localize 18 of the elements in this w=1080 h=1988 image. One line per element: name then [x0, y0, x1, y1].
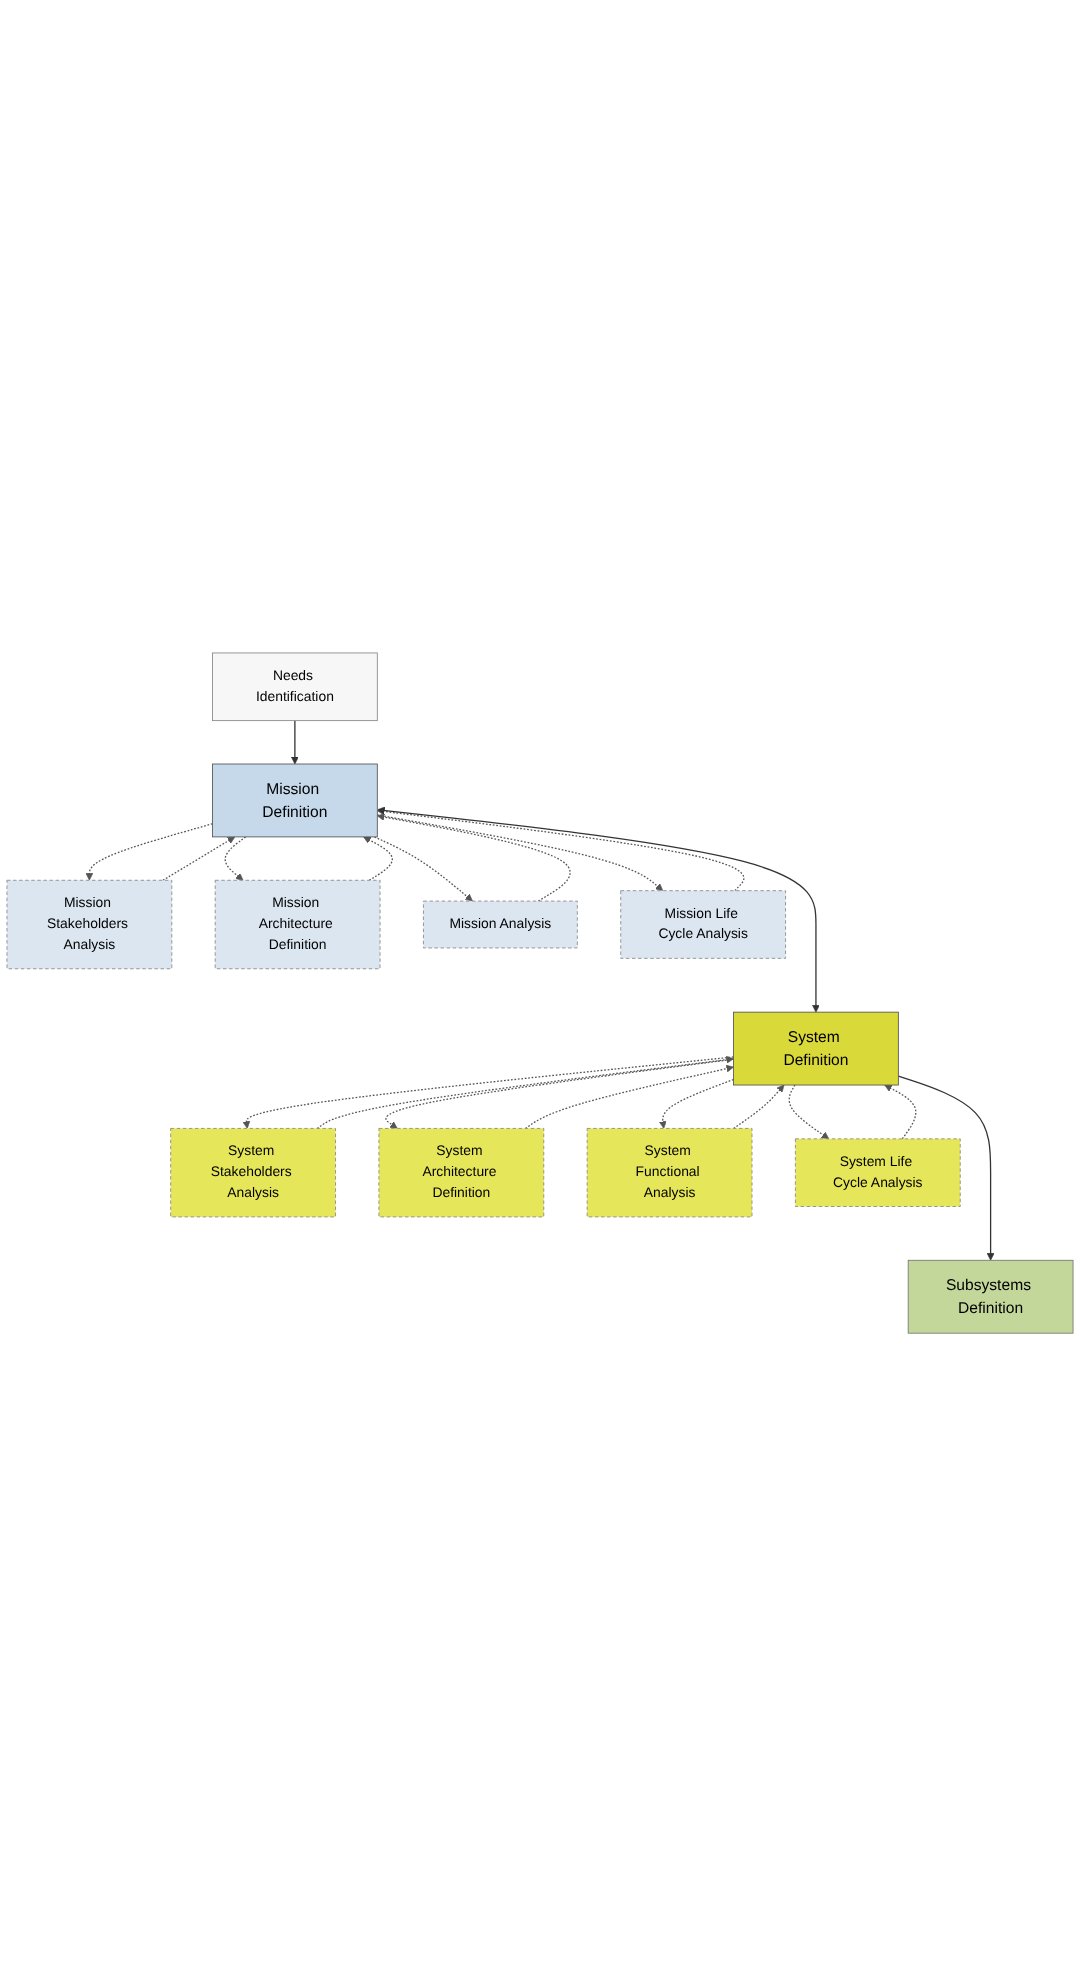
arrow — [85, 824, 214, 882]
arrow — [162, 837, 236, 882]
arrow — [897, 1076, 995, 1262]
arrow — [376, 808, 745, 893]
arrow — [788, 1085, 830, 1141]
arrow — [524, 1065, 734, 1130]
arrow — [242, 1057, 735, 1130]
arrow — [224, 837, 247, 882]
arrow — [385, 1059, 735, 1130]
arrow — [377, 807, 820, 1014]
arrow — [376, 814, 571, 903]
arrow — [291, 720, 299, 766]
arrow — [884, 1085, 917, 1141]
arrow — [316, 1056, 734, 1130]
arrow — [659, 1079, 735, 1130]
arrow — [373, 837, 473, 903]
arrow — [733, 1085, 785, 1130]
arrow — [363, 837, 393, 882]
